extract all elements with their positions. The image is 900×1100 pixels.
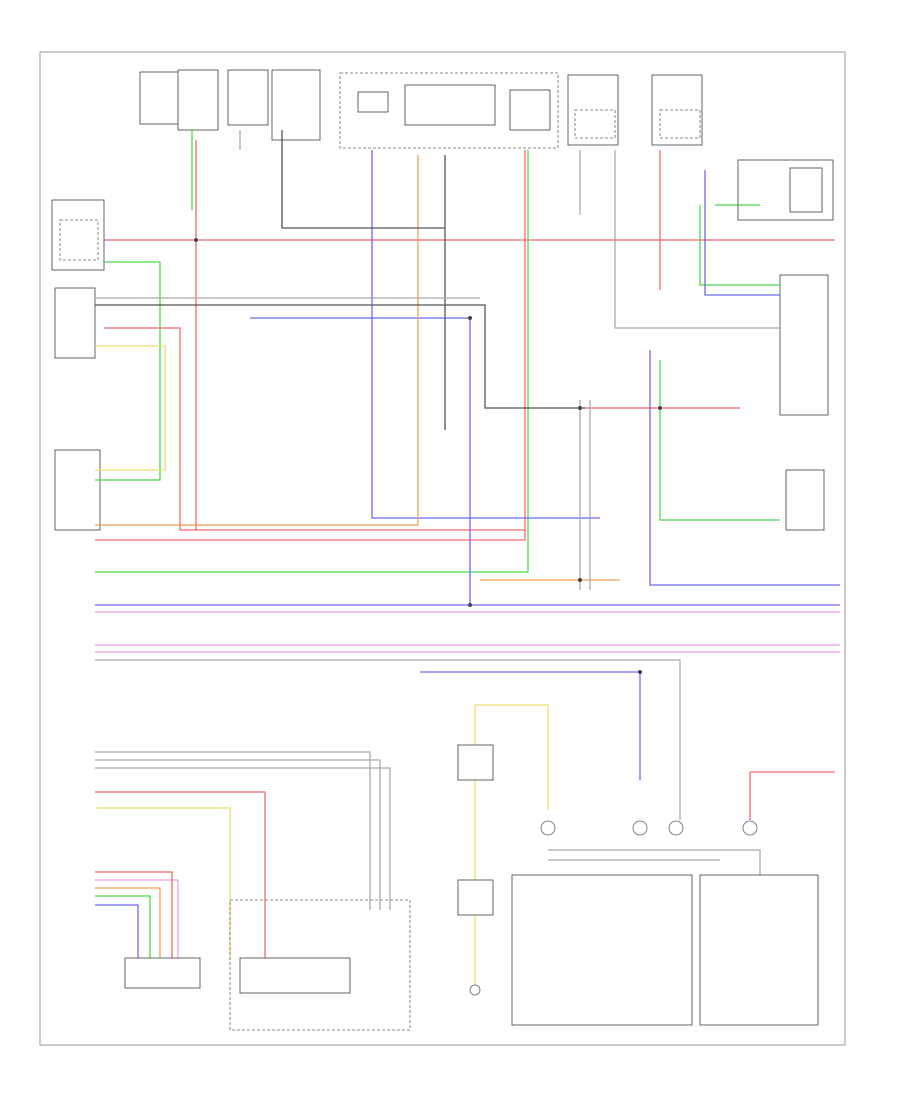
bottom-components [124, 744, 819, 1031]
wires [95, 130, 840, 990]
sensor-icon [785, 469, 825, 531]
relay-top-right [567, 74, 834, 221]
right-module-stack [779, 274, 829, 531]
motor-icon [789, 167, 823, 213]
connector-icon [124, 957, 201, 989]
left-switch-module [51, 199, 105, 531]
fuse-block-top [139, 69, 559, 149]
junctions [194, 238, 662, 674]
switch-icon [59, 219, 99, 261]
ground-icon [469, 820, 758, 996]
diagram-border [39, 51, 846, 1046]
